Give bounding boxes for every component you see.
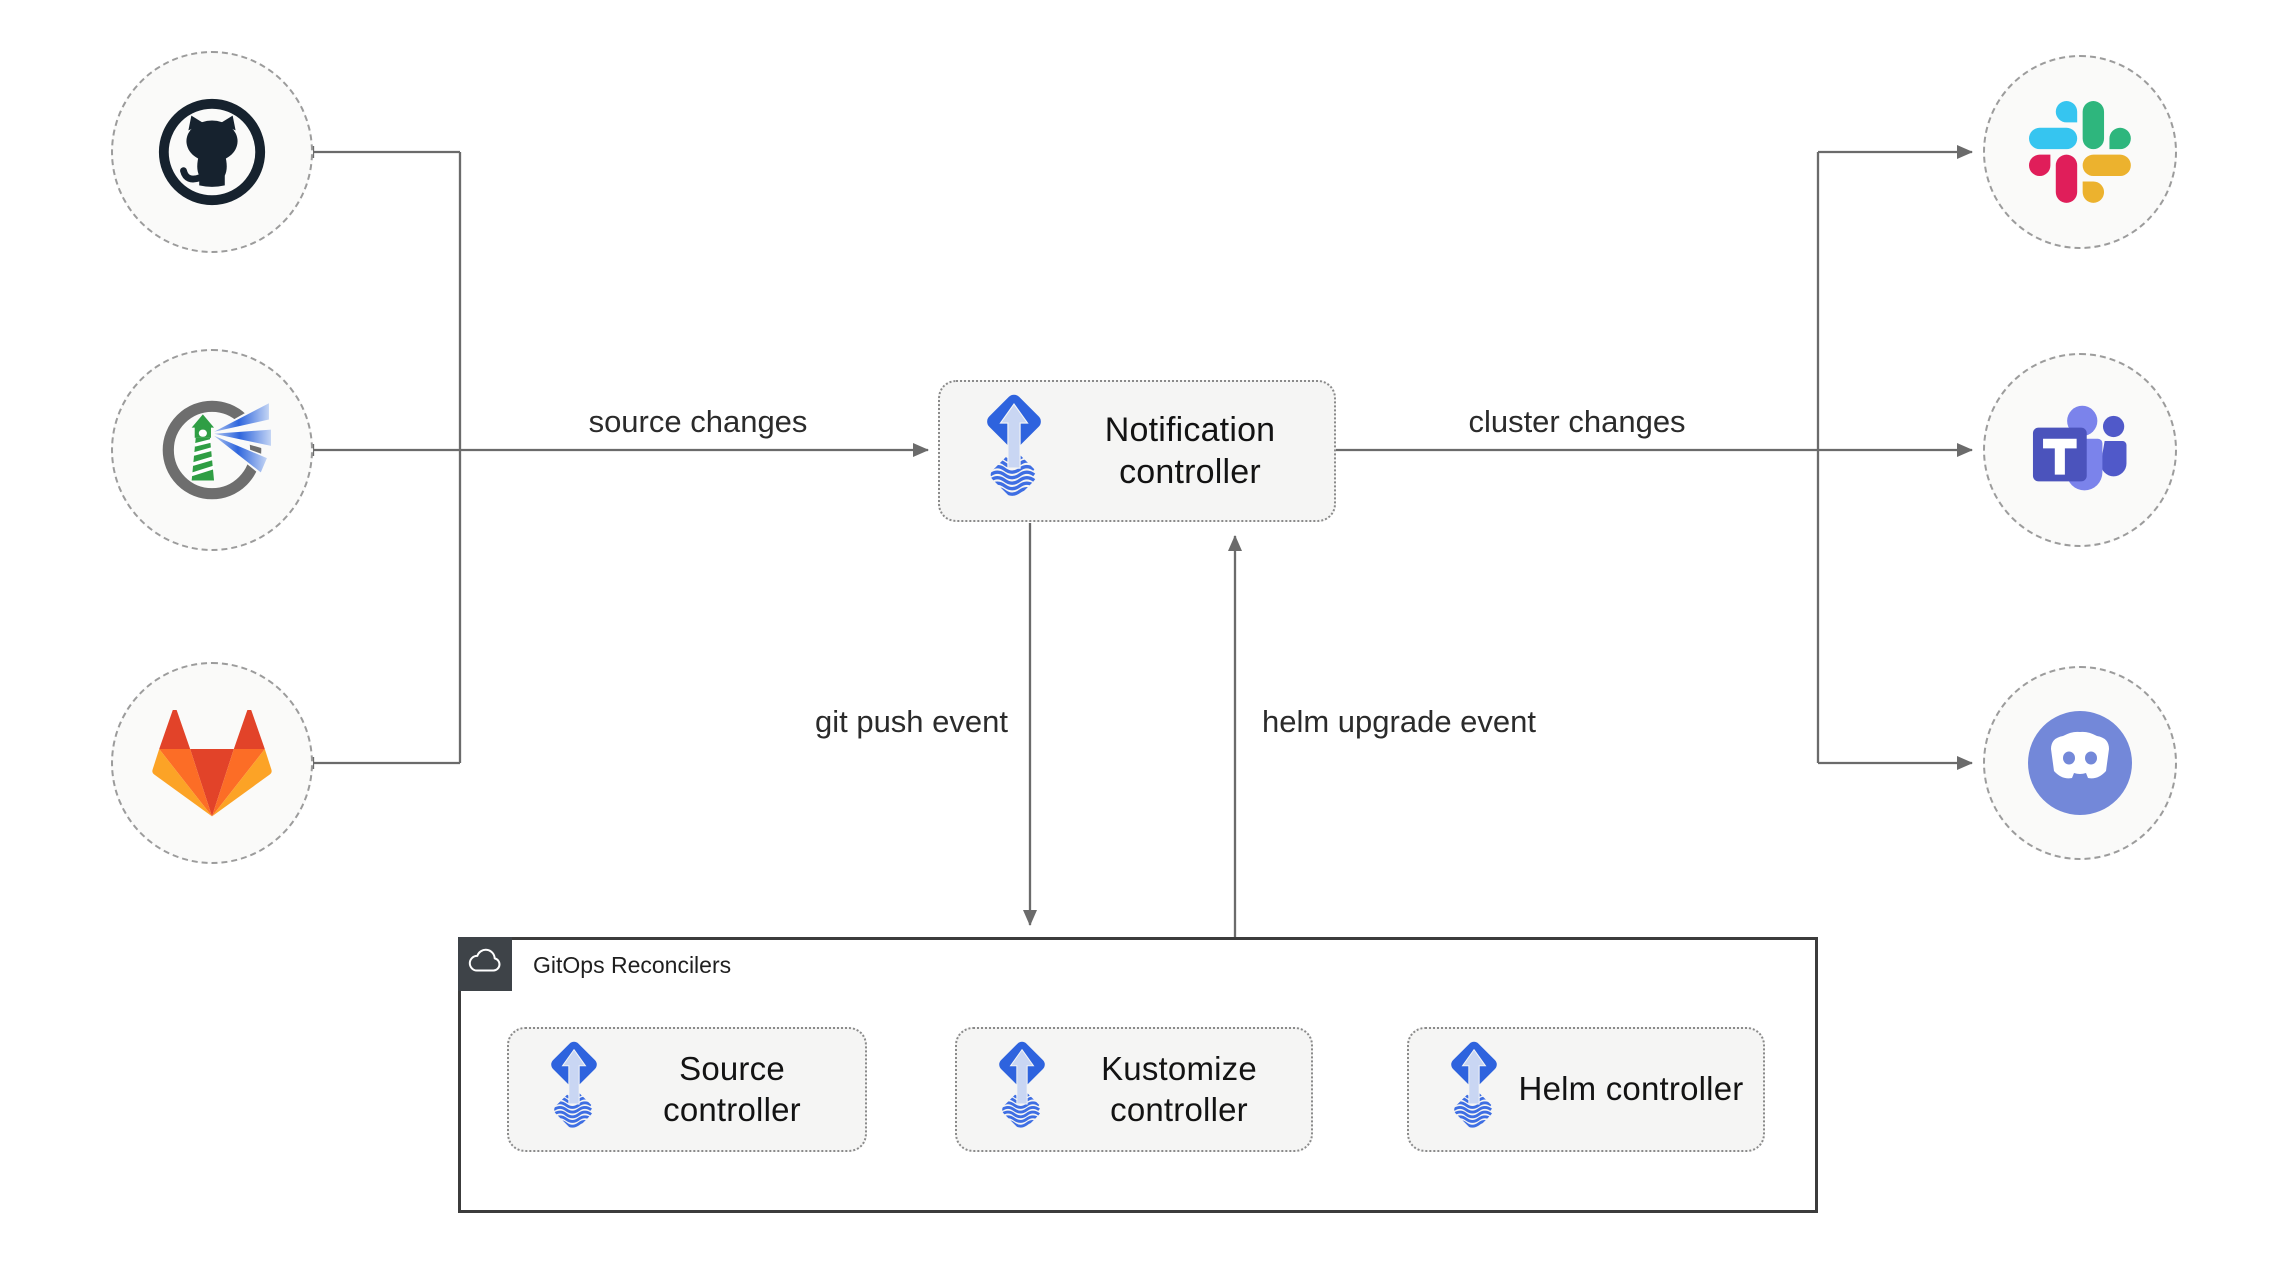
target-node-discord: [1983, 666, 2177, 860]
edge-label-source-changes: source changes: [588, 404, 808, 439]
edge-label-helm-upgrade-event: helm upgrade event: [1262, 704, 1537, 739]
flux-icon: [987, 394, 1041, 496]
helm-controller-label: Helm controller: [1518, 1070, 1744, 1108]
target-node-teams: [1983, 353, 2177, 547]
source-node-github: [111, 51, 313, 253]
microsoft-teams-icon: [2032, 405, 2127, 491]
notification-controller-label: Notification controller: [1104, 410, 1276, 491]
source-controller-label: Source controller: [663, 1049, 801, 1128]
gitlab-icon: [152, 709, 272, 816]
cloud-icon: [468, 948, 501, 972]
target-node-slack: [1983, 55, 2177, 249]
kustomize-controller-node: Kustomize controller: [955, 1027, 1313, 1152]
notification-controller-node: Notification controller: [938, 380, 1336, 522]
flux-icon: [999, 1041, 1045, 1128]
kustomize-controller-label: Kustomize controller: [1101, 1049, 1257, 1128]
source-node-harbor: [111, 349, 313, 551]
flux-icon: [1451, 1041, 1497, 1128]
slack-icon: [2029, 101, 2131, 203]
flux-icon: [551, 1041, 597, 1128]
github-icon: [158, 98, 266, 206]
group-title: GitOps Reconcilers: [533, 952, 732, 978]
edge-label-cluster-changes: cluster changes: [1468, 404, 1686, 439]
group-badge: [458, 937, 512, 991]
source-controller-node: Source controller: [507, 1027, 867, 1152]
discord-icon: [2028, 711, 2132, 815]
edge-label-git-push-event: git push event: [814, 704, 1008, 739]
harbor-lighthouse-icon: [162, 397, 273, 500]
source-node-gitlab: [111, 662, 313, 864]
helm-controller-node: Helm controller: [1407, 1027, 1765, 1152]
